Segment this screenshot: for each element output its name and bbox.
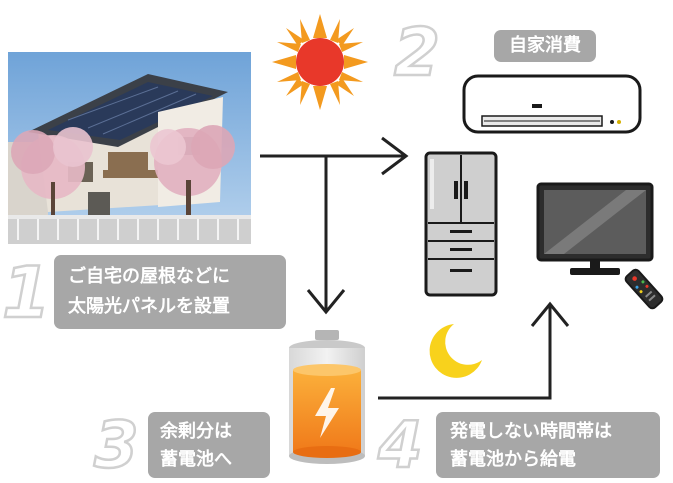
step-4-label-line-2: 蓄電池から給電 [450,449,576,470]
arrow-to-battery [306,156,346,315]
air-conditioner-icon [462,74,642,134]
house-photo [8,52,251,244]
step-2-label: 自家消費 [494,30,596,62]
step-2-number: 2 [393,14,441,91]
step-2-label-line-1: 自家消費 [509,35,581,56]
step-4-number: 4 [377,409,424,483]
step-1-number: 1 [1,252,52,334]
step-1-label: ご自宅の屋根などに 太陽光パネルを設置 [54,255,286,329]
step-1-label-line-2: 太陽光パネルを設置 [68,296,230,317]
arrow-house-to-appliances [260,136,409,176]
step-3-number: 3 [93,409,140,483]
step-1-label-line-1: ご自宅の屋根などに [68,266,230,287]
step-3-label-line-2: 蓄電池へ [160,449,232,470]
step-3-label-line-1: 余剰分は [160,421,232,442]
step-4-label-line-1: 発電しない時間帯は [450,421,612,442]
refrigerator-icon [424,151,498,297]
arrow-battery-to-appliances [378,301,570,400]
step-3-label: 余剰分は 蓄電池へ [148,412,270,478]
lightning-bolt-icon [315,388,339,438]
moon-icon [429,324,482,378]
television-icon [536,182,654,275]
remote-control-icon [624,268,664,310]
sun-icon [272,14,368,110]
battery-icon [289,330,365,464]
step-4-label: 発電しない時間帯は 蓄電池から給電 [436,412,660,478]
